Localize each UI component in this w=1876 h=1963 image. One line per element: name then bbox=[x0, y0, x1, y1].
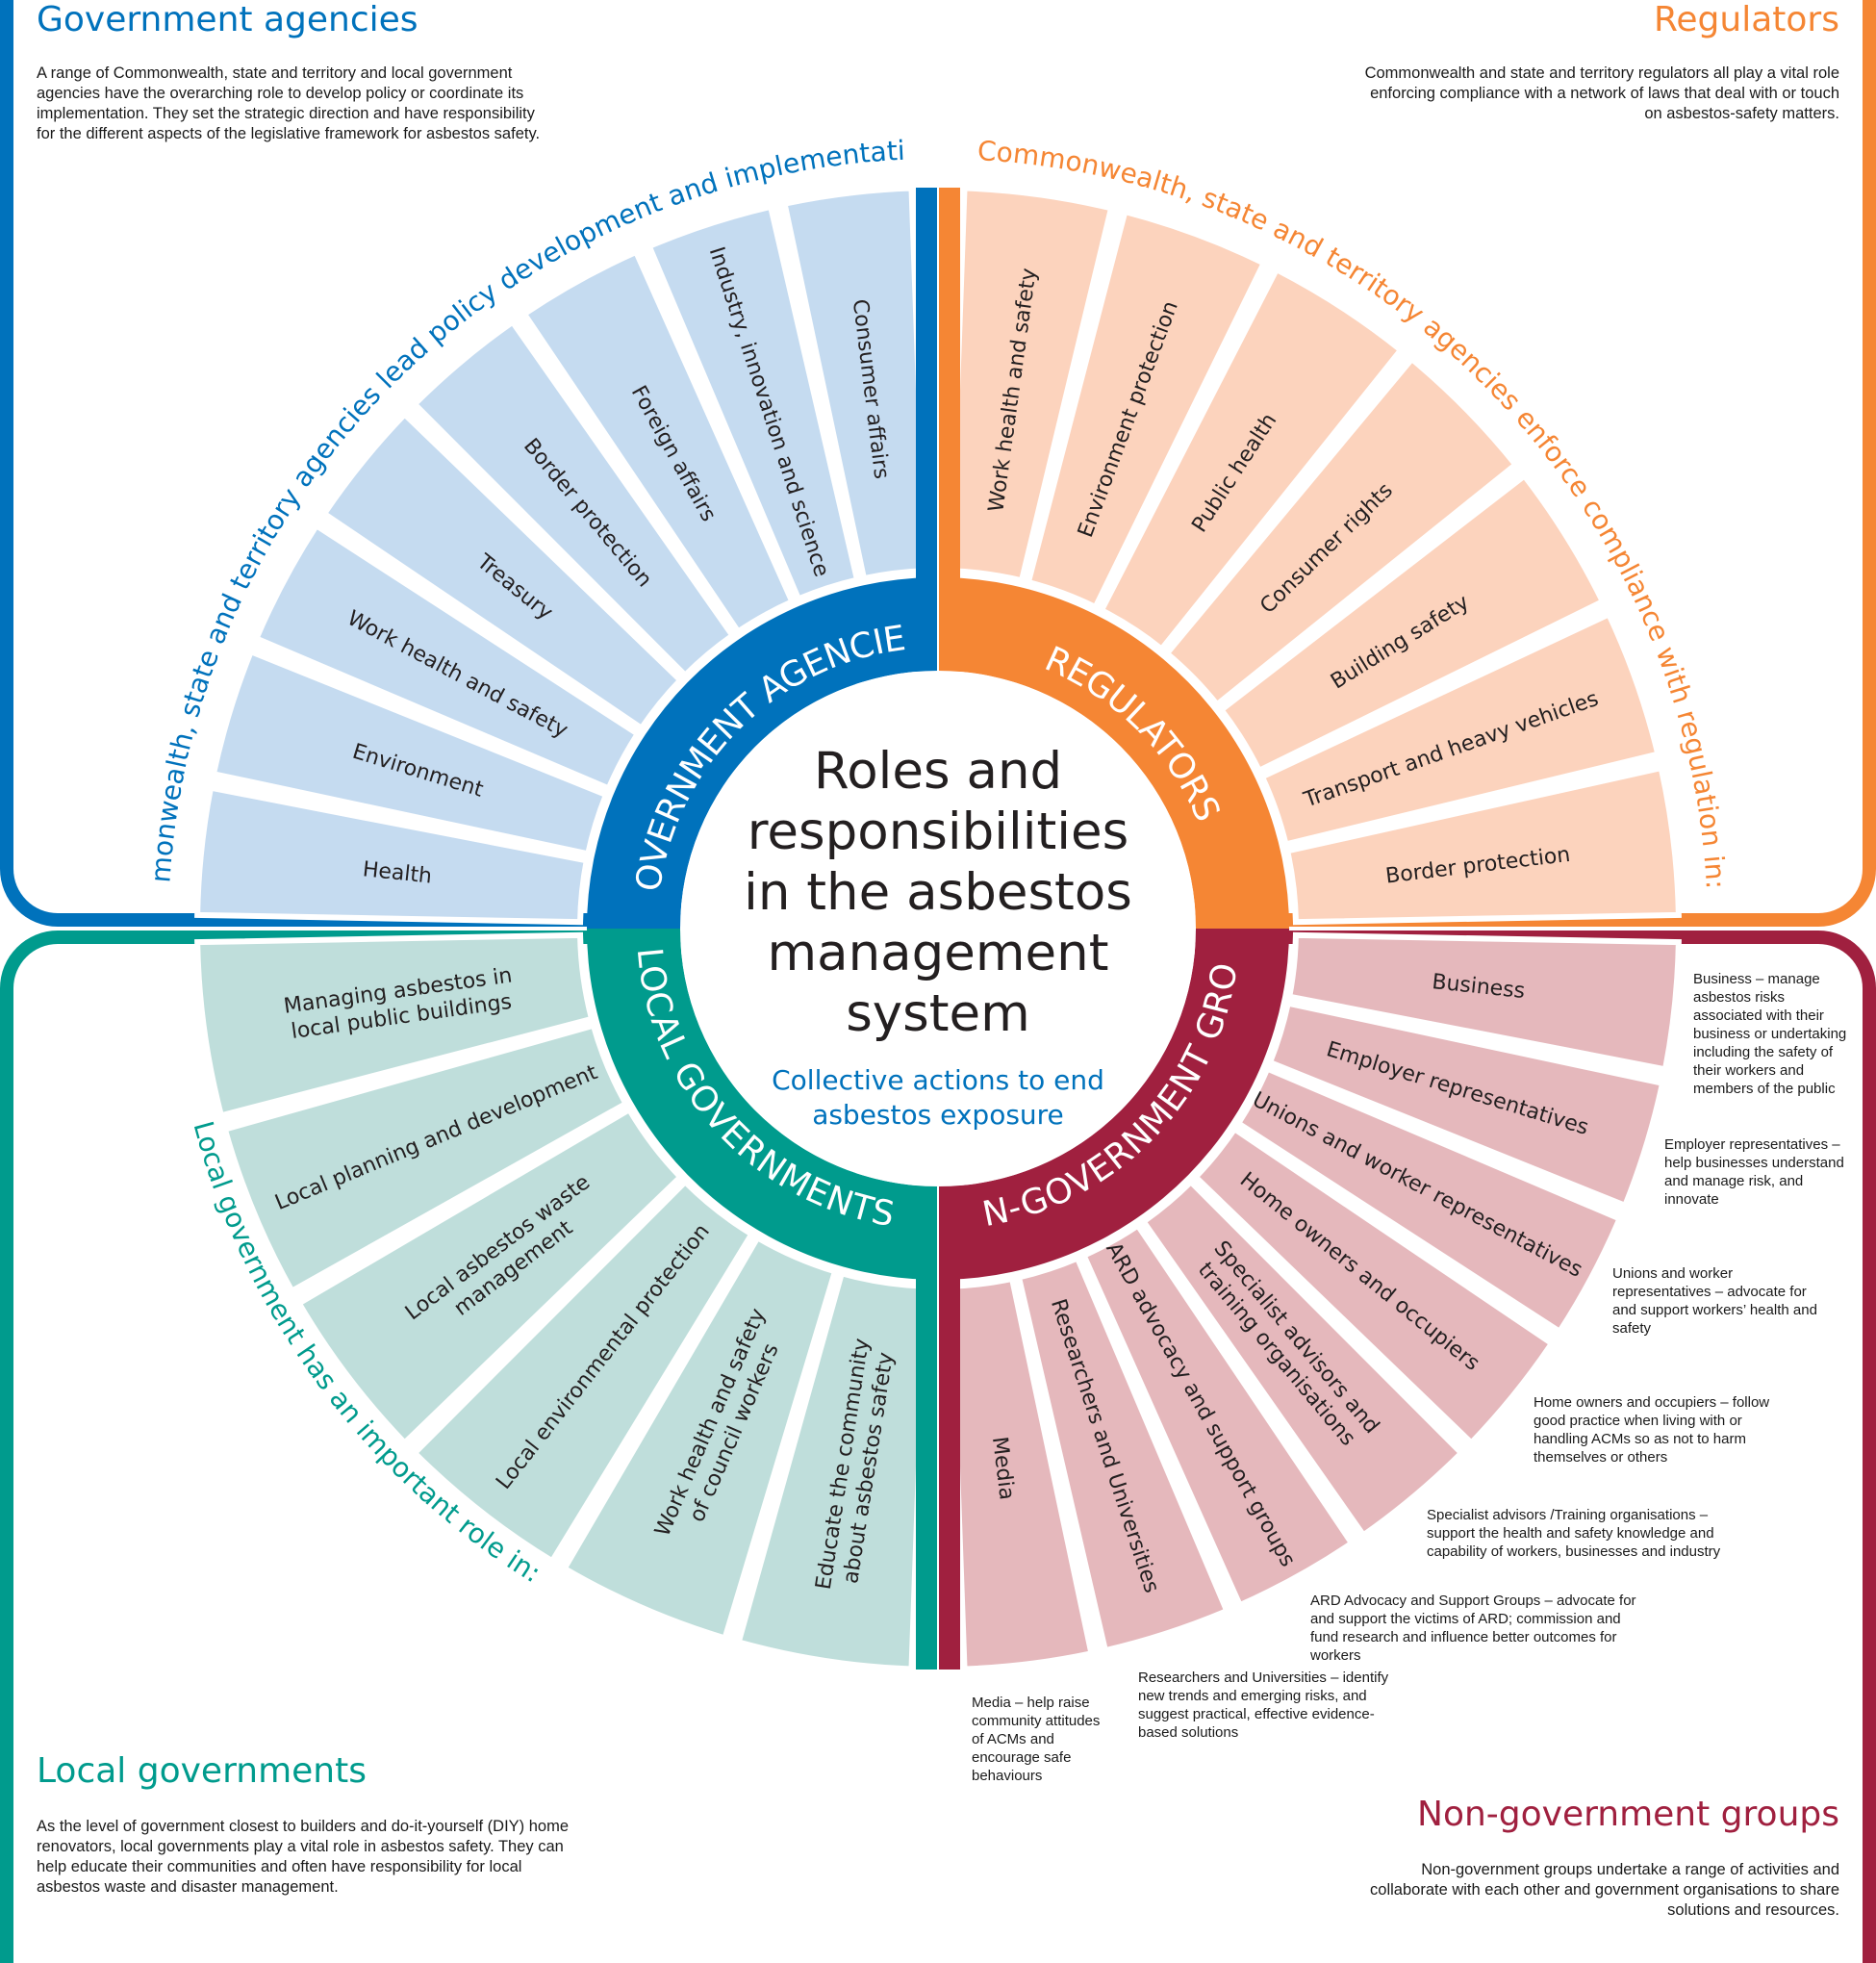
ngo-note-employer: Employer representatives – help business… bbox=[1664, 1136, 1844, 1208]
ngo-segment bbox=[1266, 1000, 1666, 1210]
gov-segment bbox=[252, 522, 642, 793]
local-segment bbox=[294, 1106, 685, 1447]
ngo-note-unions: Unions and worker representatives – advo… bbox=[1612, 1265, 1817, 1337]
gov-segment bbox=[210, 648, 610, 857]
ngo-segment bbox=[1015, 1254, 1231, 1654]
gov-description: A range of Commonwealth, state and terri… bbox=[37, 64, 541, 142]
local-segment bbox=[560, 1234, 839, 1643]
local-segment bbox=[194, 931, 596, 1119]
ngo-segment bbox=[1139, 1178, 1466, 1540]
ngo-note-home-owners: Home owners and occupiers – follow good … bbox=[1534, 1394, 1770, 1466]
ngo-segment bbox=[1234, 1064, 1624, 1336]
reg-ring bbox=[942, 577, 1289, 929]
reg-title: Regulators bbox=[1654, 0, 1839, 39]
gov-title: Government agencies bbox=[37, 0, 418, 39]
gov-segment bbox=[645, 203, 861, 603]
reg-segment bbox=[1097, 266, 1406, 653]
ngo-note-ard: ARD Advocacy and Support Groups – advoca… bbox=[1310, 1593, 1636, 1664]
reg-segment bbox=[1217, 472, 1607, 775]
reg-description: Commonwealth and state and territory reg… bbox=[1364, 64, 1839, 122]
center-subtitle: Collective actions to end asbestos expos… bbox=[772, 1064, 1104, 1131]
gov-segment bbox=[410, 318, 737, 679]
ngo-segment bbox=[1285, 931, 1682, 1073]
reg-segment bbox=[948, 185, 1115, 584]
ngo-segment bbox=[1191, 1125, 1557, 1447]
gov-segment bbox=[781, 185, 928, 582]
ngo-note-business: Business – manage asbestos risks associa… bbox=[1693, 971, 1847, 1097]
ngo-ring bbox=[942, 929, 1289, 1280]
ngo-note-researchers: Researchers and Universities – identify … bbox=[1138, 1670, 1389, 1741]
gov-segment bbox=[194, 784, 591, 926]
reg-segment bbox=[1257, 610, 1661, 849]
gov-ring bbox=[587, 577, 934, 929]
gov-segment bbox=[319, 410, 685, 732]
gov-segment bbox=[520, 247, 797, 636]
ngo-segment bbox=[948, 1275, 1095, 1672]
ngo-description: Non-government groups undertake a range … bbox=[1370, 1861, 1839, 1919]
center-circle bbox=[680, 671, 1196, 1186]
ngo-note-specialist: Specialist advisors /Training organisati… bbox=[1427, 1507, 1721, 1560]
local-description: As the level of government closest to bu… bbox=[37, 1818, 570, 1896]
reg-segment bbox=[1162, 354, 1520, 709]
ngo-segment bbox=[1079, 1221, 1356, 1610]
local-segment bbox=[410, 1178, 756, 1566]
local-ring bbox=[586, 929, 934, 1280]
ngo-title: Non-government groups bbox=[1417, 1795, 1839, 1834]
local-title: Local governments bbox=[37, 1751, 367, 1791]
reg-segment bbox=[1283, 764, 1682, 926]
local-segment bbox=[735, 1269, 928, 1672]
local-segment bbox=[221, 1022, 630, 1295]
ngo-note-media: Media – help raise community attitudes o… bbox=[972, 1695, 1101, 1784]
reg-segment bbox=[1025, 208, 1268, 611]
center-title: Roles and responsibilities in the asbest… bbox=[744, 742, 1132, 1043]
